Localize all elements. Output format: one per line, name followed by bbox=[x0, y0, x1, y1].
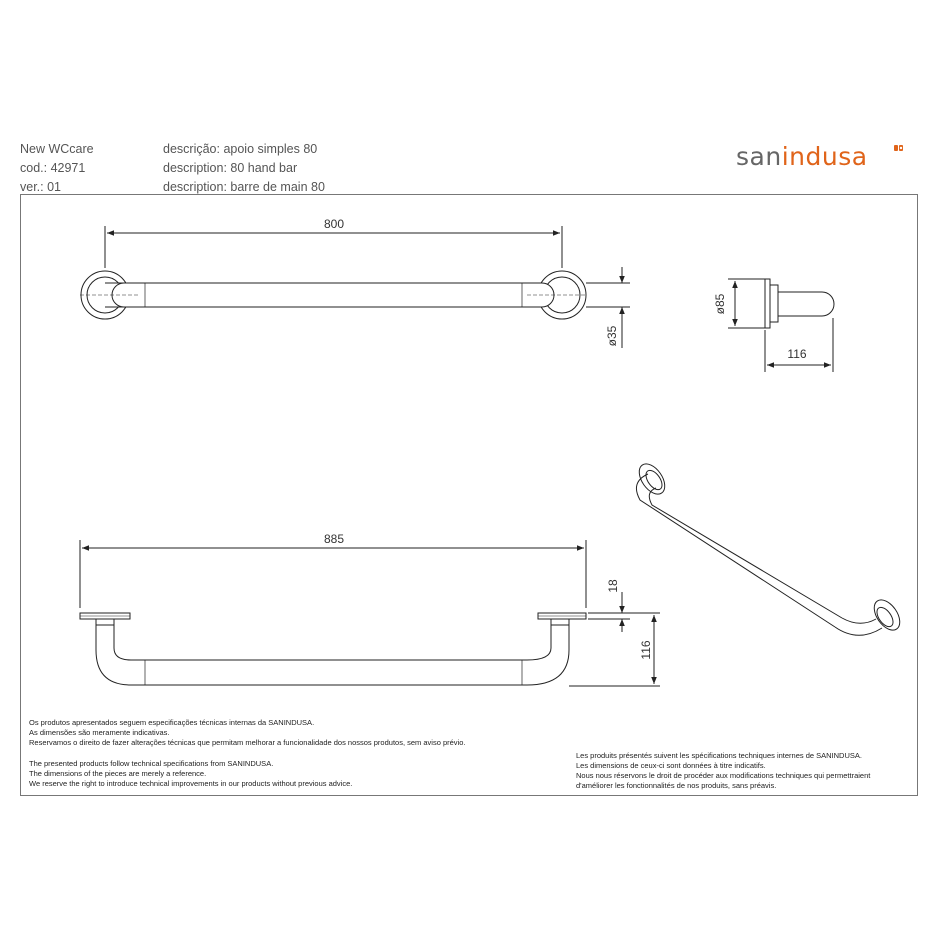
dimension-front-flange: 18 bbox=[606, 579, 620, 593]
side-flange-inner bbox=[769, 284, 779, 323]
disclaimer-pt-line: As dimensões são meramente indicativas. bbox=[29, 728, 170, 737]
product-info: New WCcare cod.: 42971 ver.: 01 bbox=[20, 140, 94, 197]
dimension-top-length: 800 bbox=[324, 217, 344, 231]
disclaimer-pt: Os produtos apresentados seguem especifi… bbox=[29, 718, 465, 748]
side-bar bbox=[777, 291, 835, 317]
logo-text-san: san bbox=[736, 142, 782, 171]
iso-flange-top bbox=[638, 463, 666, 495]
iso-flange-bottom bbox=[873, 599, 901, 631]
description-fr: description: barre de main 80 bbox=[163, 180, 325, 194]
disclaimer-en-line: The presented products follow technical … bbox=[29, 759, 274, 768]
disclaimer-fr-line: Les dimensions de ceux-ci sont données à… bbox=[576, 761, 766, 770]
disclaimer-pt-line: Reservamos o direito de fazer alterações… bbox=[29, 738, 466, 747]
side-view bbox=[728, 278, 835, 372]
dimension-side-depth: 116 bbox=[787, 347, 806, 361]
bar-front-outer bbox=[95, 625, 570, 686]
disclaimer-en-line: The dimensions of the pieces are merely … bbox=[29, 769, 207, 778]
iso-bar-lower bbox=[834, 626, 883, 636]
top-view bbox=[80, 226, 630, 348]
dimension-bar-diameter: ø35 bbox=[605, 325, 619, 346]
disclaimer-pt-line: Os produtos apresentados seguem especifi… bbox=[29, 718, 315, 727]
product-version: ver.: 01 bbox=[20, 180, 61, 194]
description-en: description: 80 hand bar bbox=[163, 161, 298, 175]
bar-front-inner bbox=[113, 625, 552, 661]
product-descriptions: descrição: apoio simples 80 description:… bbox=[163, 140, 325, 197]
side-flange bbox=[764, 278, 771, 329]
description-pt: descrição: apoio simples 80 bbox=[163, 142, 318, 156]
bar-top bbox=[105, 282, 555, 308]
brand-logo: sanindusa bbox=[736, 142, 868, 171]
disclaimer-fr: Les produits présentés suivent les spéci… bbox=[576, 751, 870, 791]
logo-mark-icon bbox=[894, 145, 903, 151]
dimension-front-length: 885 bbox=[324, 532, 344, 546]
dimension-flange-diameter: ø85 bbox=[713, 293, 727, 314]
product-code: cod.: 42971 bbox=[20, 161, 86, 175]
disclaimer-fr-line: Les produits présentés suivent les spéci… bbox=[576, 751, 862, 760]
disclaimer-fr-line: Nous nous réservons le droit de procéder… bbox=[576, 771, 871, 780]
iso-bar-upper bbox=[635, 473, 836, 628]
disclaimer-en-line: We reserve the right to introduce techni… bbox=[29, 779, 353, 788]
product-line: New WCcare bbox=[20, 142, 94, 156]
front-view bbox=[79, 540, 660, 687]
dimension-front-depth: 116 bbox=[639, 640, 653, 659]
disclaimer-fr-line: d'améliorer les fonctionnalités de nos p… bbox=[576, 781, 777, 790]
drawing-frame bbox=[20, 194, 918, 796]
isometric-view bbox=[635, 463, 901, 636]
disclaimer-en: The presented products follow technical … bbox=[29, 759, 352, 789]
logo-text-indusa: indusa bbox=[781, 142, 868, 171]
